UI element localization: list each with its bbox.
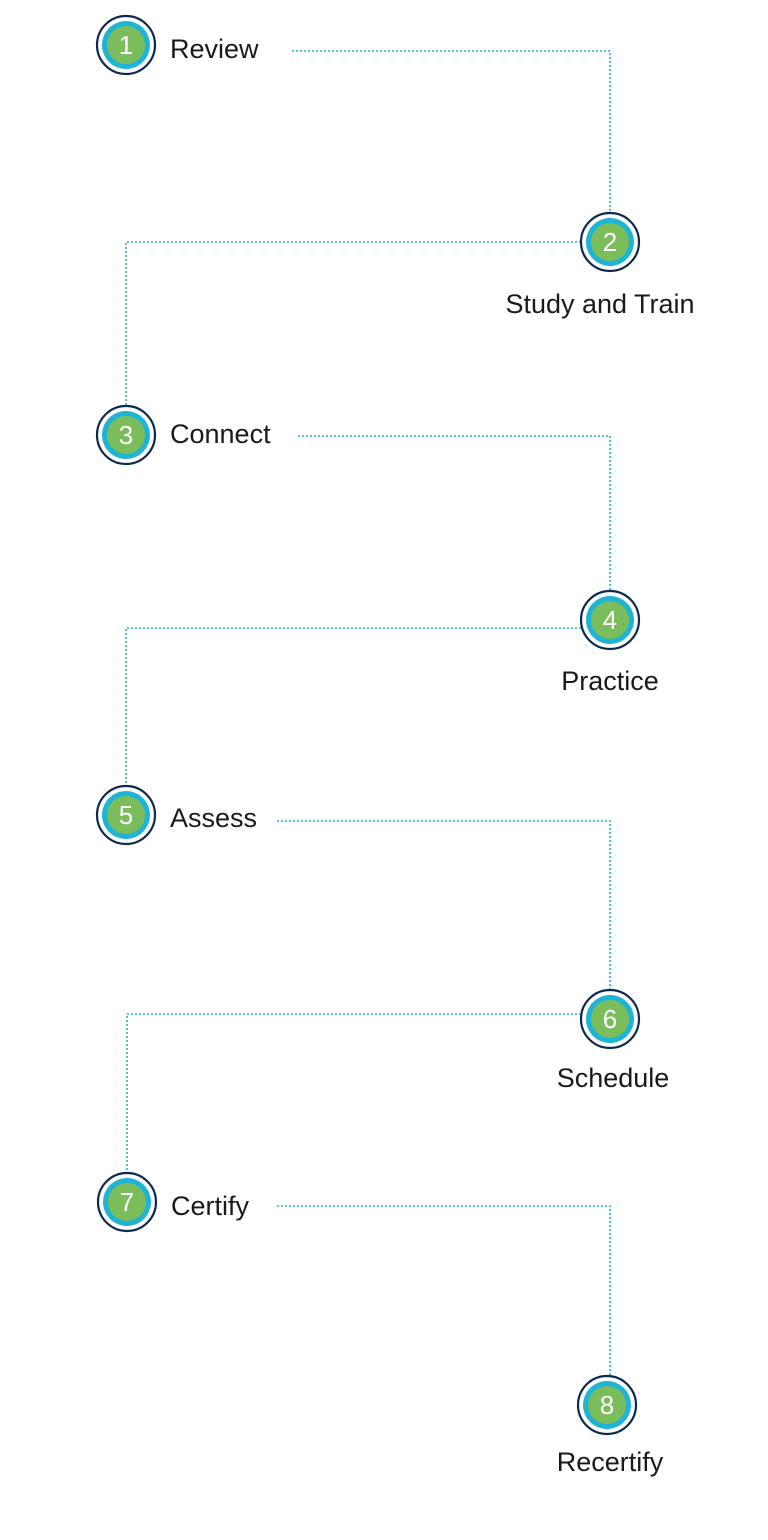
connector-line-2-to-3: [125, 241, 581, 406]
connector-line-4-to-5: [125, 627, 581, 786]
step-2-badge: 2: [579, 211, 641, 273]
step-8: 8 Recertify: [557, 1374, 664, 1477]
step-badge-disc: [107, 796, 145, 834]
connector-line-1-to-2: [292, 50, 611, 213]
step-badge-disc: [107, 416, 145, 454]
step-8-badge: 8: [576, 1374, 638, 1436]
step-4: 4 Practice: [561, 589, 659, 696]
connector-line-3-to-4: [298, 435, 611, 591]
step-3: 3 Connect: [95, 404, 271, 466]
step-7-number: 7: [120, 1187, 134, 1217]
step-badge-disc: [591, 601, 629, 639]
step-6-number: 6: [603, 1004, 617, 1034]
step-7: 7 Certify: [96, 1171, 250, 1233]
step-6-badge: 6: [579, 988, 641, 1050]
step-5: 5 Assess: [95, 784, 257, 846]
step-badge-disc: [108, 1183, 146, 1221]
step-1-number: 1: [119, 30, 133, 60]
step-2: 2 Study and Train: [505, 211, 695, 319]
step-7-label: Certify: [171, 1191, 250, 1221]
step-8-number: 8: [600, 1390, 614, 1420]
step-badge-disc: [591, 1000, 629, 1038]
step-badge-disc: [588, 1386, 626, 1424]
step-4-badge: 4: [579, 589, 641, 651]
step-3-label: Connect: [170, 419, 271, 449]
step-1: 1 Review: [95, 14, 259, 76]
step-5-badge: 5: [95, 784, 157, 846]
step-3-number: 3: [119, 420, 133, 450]
step-6: 6 Schedule: [557, 988, 670, 1093]
step-4-label: Practice: [561, 666, 659, 696]
connector-line-7-to-8: [277, 1205, 611, 1376]
step-badge-disc: [107, 26, 145, 64]
step-8-label: Recertify: [557, 1447, 664, 1477]
step-2-label: Study and Train: [505, 289, 694, 319]
step-3-badge: 3: [95, 404, 157, 466]
step-5-number: 5: [119, 800, 133, 830]
step-1-label: Review: [170, 34, 259, 64]
connector-line-6-to-7: [126, 1013, 581, 1173]
step-5-label: Assess: [170, 803, 257, 833]
connector-line-5-to-6: [277, 820, 611, 990]
step-2-number: 2: [603, 227, 617, 257]
step-6-label: Schedule: [557, 1063, 670, 1093]
step-1-badge: 1: [95, 14, 157, 76]
step-7-badge: 7: [96, 1171, 158, 1233]
step-badge-disc: [591, 223, 629, 261]
step-4-number: 4: [603, 605, 617, 635]
connector-lines: [125, 50, 611, 1376]
